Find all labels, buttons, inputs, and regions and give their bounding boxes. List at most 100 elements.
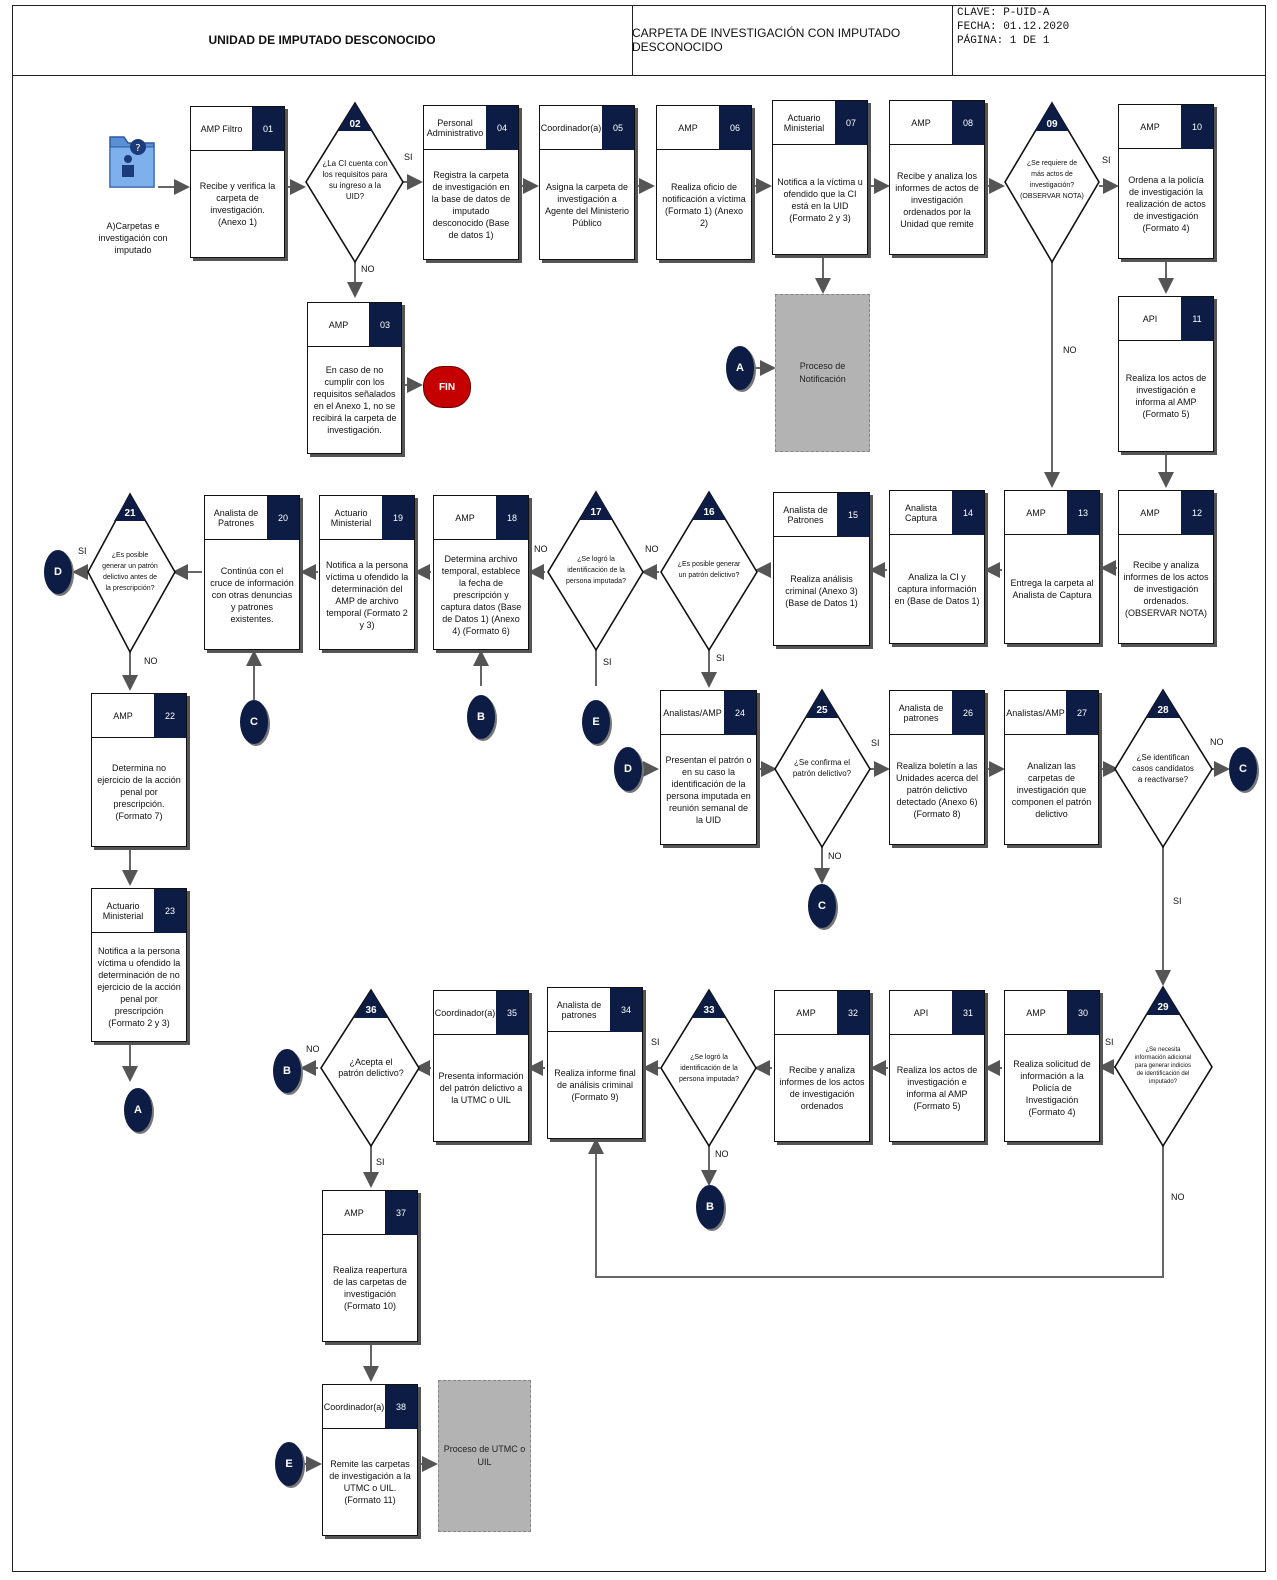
step-30: AMP 30 Realiza solicitud de información … — [1004, 990, 1100, 1142]
step-text: Realiza los actos de investigación e inf… — [896, 1065, 978, 1111]
fecha: FECHA: 01.12.2020 — [957, 21, 1070, 33]
step-text: Realiza solicitud de información a la Po… — [1013, 1059, 1091, 1117]
fin-terminal: FIN — [423, 366, 471, 408]
step-number: 32 — [837, 991, 869, 1035]
step-number: 19 — [382, 496, 414, 540]
decision-16 — [660, 490, 758, 652]
connector-d: D — [44, 550, 72, 594]
step-text: Realiza oficio de notificación a víctima… — [662, 181, 746, 228]
step-number: 27 — [1066, 691, 1098, 735]
decision-number: 17 — [590, 507, 602, 518]
step-number: 12 — [1181, 491, 1213, 535]
connector-e: E — [582, 700, 610, 744]
step-number: 13 — [1067, 491, 1099, 535]
decision-text: ¿Es posible generar un patrón delictivo? — [677, 561, 741, 579]
decision-number: 33 — [703, 1005, 715, 1016]
step-role: AMP — [890, 101, 984, 145]
no-label: NO — [828, 851, 842, 861]
step-role: API — [890, 991, 984, 1035]
step-26: Analista de patrones 26 Realiza boletín … — [889, 690, 985, 845]
connector-e: E — [275, 1442, 303, 1486]
step-14: Analista Captura 14 Analiza la CI y capt… — [889, 490, 985, 644]
step-15: Analista de Patrones 15 Realiza análisis… — [773, 492, 870, 646]
step-role: Analistas/AMP — [661, 691, 756, 735]
step-text: Notifica a la persona víctima u ofendido… — [325, 559, 409, 630]
step-text: Entrega la carpeta al Analista de Captur… — [1010, 578, 1094, 600]
no-label: NO — [306, 1044, 320, 1054]
no-label: NO — [534, 544, 548, 554]
step-text: Realiza reapertura de las carpetas de in… — [332, 1265, 408, 1311]
decision-text: ¿Se necesita información adicional para … — [1134, 1047, 1192, 1085]
step-role: AMP — [308, 303, 401, 347]
step-number: 15 — [837, 493, 869, 537]
step-07: Actuario Ministerial 07 Notifica a la ví… — [772, 100, 868, 255]
si-label: SI — [376, 1157, 385, 1167]
step-38: Coordinador(a) 38 Remite las carpetas de… — [322, 1384, 418, 1536]
decision-text: ¿La CI cuenta con los requisitos para su… — [322, 159, 388, 201]
step-number: 24 — [724, 691, 756, 735]
step-text: Determina archivo temporal, establece la… — [440, 553, 522, 636]
step-number: 20 — [267, 496, 299, 540]
decision-shapes — [87, 101, 1213, 1148]
connector-b: B — [696, 1185, 724, 1229]
step-number: 05 — [602, 106, 634, 150]
step-number: 07 — [835, 101, 867, 145]
step-role: Coordinador(a) — [434, 991, 528, 1035]
step-number: 26 — [952, 691, 984, 735]
step-text: Continúa con el cruce de información con… — [210, 565, 294, 624]
step-number: 37 — [385, 1191, 417, 1235]
step-13: AMP 13 Entrega la carpeta al Analista de… — [1004, 490, 1100, 644]
decision-02 — [305, 101, 404, 264]
decision-number: 28 — [1157, 705, 1169, 716]
step-role: Analista de patrones — [890, 691, 984, 735]
decision-number: 09 — [1046, 119, 1058, 130]
step-27: Analistas/AMP 27 Analizan las carpetas d… — [1004, 690, 1099, 845]
step-role: AMP Filtro — [191, 107, 284, 151]
step-role: AMP — [323, 1191, 417, 1235]
connector-c: C — [240, 700, 268, 744]
connector-a: A — [124, 1088, 152, 1132]
step-32: AMP 32 Recibe y analiza informes de los … — [774, 990, 870, 1142]
no-label: NO — [1171, 1192, 1185, 1202]
si-label: SI — [716, 653, 725, 663]
step-11: API 11 Realiza los actos de investigació… — [1118, 296, 1214, 452]
decision-36 — [320, 988, 420, 1148]
si-label: SI — [404, 152, 413, 162]
si-label: SI — [1173, 896, 1182, 906]
step-number: 03 — [369, 303, 401, 347]
decision-number: 21 — [124, 508, 136, 519]
header-divider — [12, 75, 1266, 76]
step-text: Realiza análisis criminal (Anexo 3) (Bas… — [785, 574, 858, 608]
step-role: Analista de Patrones — [205, 496, 299, 540]
step-text: Analiza la CI y captura información en (… — [894, 572, 980, 606]
step-role: API — [1119, 297, 1213, 341]
si-label: SI — [1102, 155, 1111, 165]
step-text: Determina no ejercicio de la acción pena… — [97, 763, 181, 821]
document-header: UNIDAD DE IMPUTADO DESCONOCIDO CARPETA D… — [12, 5, 1266, 75]
svg-text:?: ? — [135, 143, 140, 154]
decision-17 — [547, 490, 644, 652]
step-role: AMP — [1005, 491, 1099, 535]
step-role: AMP — [657, 106, 751, 150]
step-number: 04 — [486, 106, 518, 150]
step-number: 22 — [154, 694, 186, 738]
step-number: 35 — [496, 991, 528, 1035]
decision-text: ¿Acepta el patrón delictivo? — [338, 1057, 404, 1078]
step-text: Realiza informe final de análisis crimin… — [554, 1068, 636, 1102]
subprocess-notificacion: Proceso de Notificación — [775, 294, 870, 452]
step-role: Actuario Ministerial — [92, 889, 186, 933]
decision-text: ¿Se logró la identificación de la person… — [679, 1053, 739, 1083]
step-35: Coordinador(a) 35 Presenta información d… — [433, 990, 529, 1142]
si-label: SI — [651, 1037, 660, 1047]
step-text: Notifica a la persona víctima u ofendido… — [97, 946, 181, 1028]
step-role: AMP — [92, 694, 186, 738]
step-10: AMP 10 Ordena a la policía de investigac… — [1118, 104, 1214, 259]
si-label: SI — [1105, 1037, 1114, 1047]
step-role: Coordinador(a) — [323, 1385, 417, 1429]
step-text: Analizan las carpetas de investigación q… — [1011, 760, 1092, 819]
process-title: CARPETA DE INVESTIGACIÓN CON IMPUTADO DE… — [632, 5, 953, 75]
step-number: 23 — [154, 889, 186, 933]
step-text: Presentan el patrón o en su caso la iden… — [665, 754, 752, 825]
step-role: Analista de Patrones — [774, 493, 869, 537]
step-text: Asigna la carpeta de investigación a Age… — [544, 181, 630, 228]
